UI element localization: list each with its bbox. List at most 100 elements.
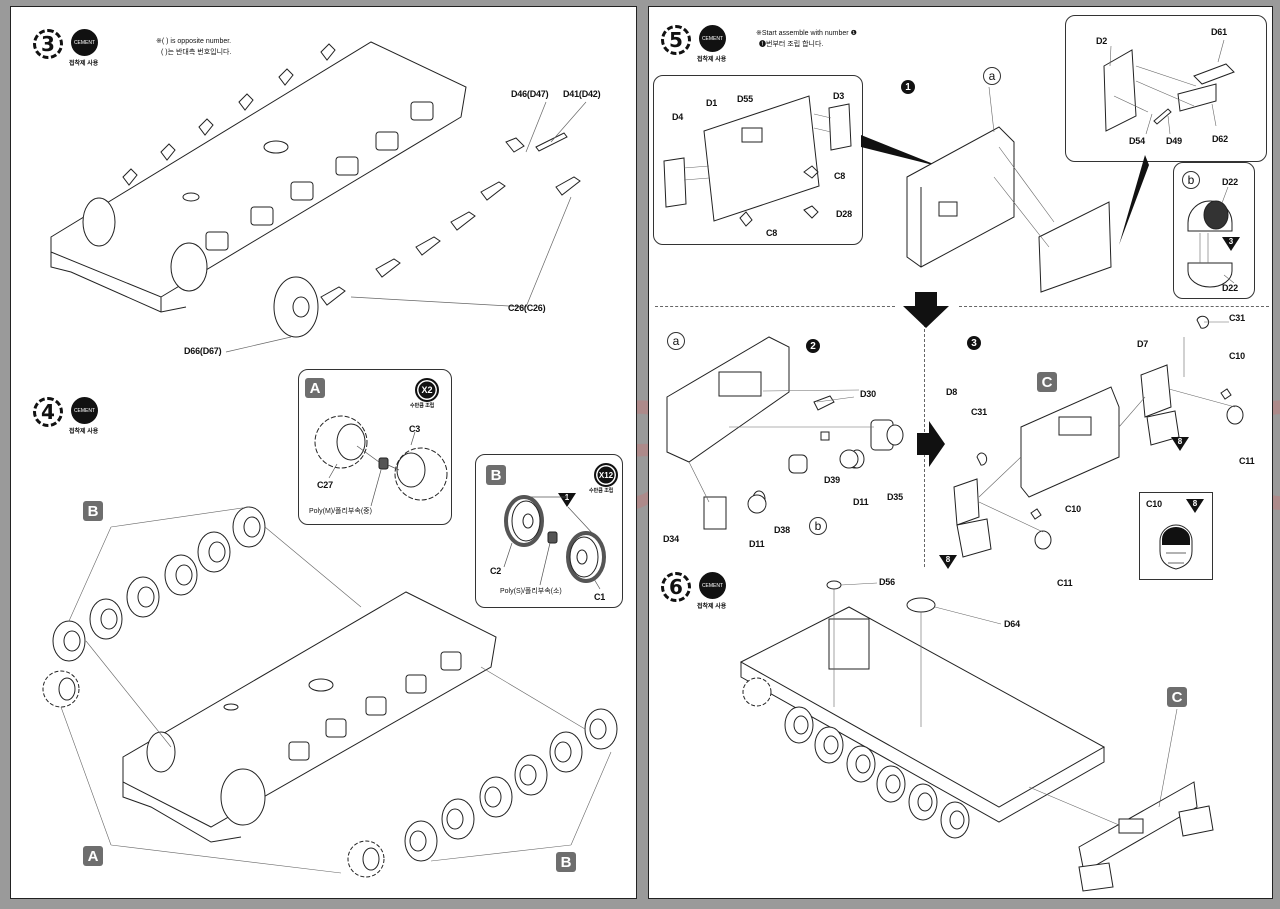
part-label: D61 [1211,27,1227,37]
cement-icon: CEMENT [71,29,98,56]
cement-icon: CEMENT [699,25,726,52]
substep-3-marker: 3 [967,336,981,350]
part-label: C10 [1146,499,1162,509]
marker-number: 8 [1177,437,1183,446]
part-label: D4 [672,112,684,122]
step-5-note-en: ※Start assemble with number ❶ [756,30,857,37]
part-label: D11 [853,497,869,507]
part-label: C8 [766,228,778,238]
cement-caption: 접착제 사용 [697,57,727,63]
part-label: D38 [774,525,790,535]
part-label: D39 [824,475,840,485]
bracket-drawing [1066,16,1266,161]
part-label: C3 [409,424,421,434]
step-3-hull-drawing [11,7,637,387]
arrow-down-icon [903,292,949,328]
cement-label: CEMENT [701,35,724,42]
assembly-c-label: C [1037,372,1057,392]
cement-caption: 접착제 사용 [697,604,727,610]
part-label: D22 [1222,283,1238,293]
sprocket-drawing [299,370,451,524]
part-label: D2 [1096,36,1108,46]
part-label: D66(D67) [184,346,222,356]
multiplier-badge: X12 [594,463,618,487]
step-6-number: 6 [661,572,691,602]
part-label: C10 [1229,351,1245,361]
reference-a: a [667,332,685,350]
detail-box-c10: C10 8 [1139,492,1213,580]
part-label: D11 [749,539,765,549]
marker-triangle [1186,499,1204,513]
cement-label: CEMENT [73,39,96,46]
substep-2-drawing [649,7,1273,607]
part-label: D46(D47) [511,89,549,99]
reference-a: a [983,67,1001,85]
part-label: D62 [1212,134,1228,144]
part-label: C2 [490,566,502,576]
part-label: D56 [879,577,895,587]
cement-icon: CEMENT [699,572,726,599]
subassembly-a-box: A X2 수만큼 조립 C27 C3 Poly(M)/폴리부속(중) [298,369,452,525]
right-page: 5 CEMENT 접착제 사용 ※Start assemble with num… [648,6,1273,899]
step-4-number: 4 [33,397,63,427]
step-4-hull-drawing [11,7,637,899]
part-label: D34 [663,534,679,544]
cement-label: CEMENT [73,407,96,414]
drum-drawing [1174,163,1254,298]
substep-3-drawing [649,7,1273,607]
multiplier-caption: 수만큼 조립 [589,488,614,494]
step-6-hull-drawing [649,7,1273,899]
part-label: D3 [833,91,845,101]
callout-b: B [83,501,103,521]
substep-1-assembly-drawing [861,7,1149,307]
panel-drawing [654,76,862,244]
cement-label: CEMENT [701,582,724,589]
subassembly-b-label: B [486,465,506,485]
arrow-right-icon [917,421,945,467]
substep-1-marker: 1 [901,80,915,94]
step-3-note-en: ※( ) is opposite number. [156,38,232,45]
c10-part-drawing [1140,493,1212,579]
part-label: C26(C26) [508,303,546,313]
part-label: C10 [1065,504,1081,514]
poly-cap-label: Poly(S)/폴리부속(소) [500,588,562,595]
part-label: D35 [887,492,903,502]
step-5-note-ko: ❶번부터 조립 합니다. [759,41,824,48]
reference-b: b [1182,171,1200,189]
marker-number: 8 [1192,499,1198,508]
detail-box-b: b 3 D22 D22 [1173,162,1255,299]
part-label: C31 [1229,313,1245,323]
part-label: C31 [971,407,987,417]
part-label: C11 [1057,578,1073,588]
part-label: D1 [706,98,718,108]
marker-triangle [1222,237,1240,251]
detail-box-left: D4 D1 D55 D3 C8 D28 C8 [653,75,863,245]
cement-caption: 접착제 사용 [69,429,99,435]
separator [655,306,895,307]
cement-icon: CEMENT [71,397,98,424]
marker-triangle [1171,437,1189,451]
separator [959,306,1269,307]
part-label: C27 [317,480,333,490]
part-label: D22 [1222,177,1238,187]
assembly-c-label: C [1167,687,1187,707]
part-label: D30 [860,389,876,399]
part-label: C11 [1239,456,1255,466]
part-label: D41(D42) [563,89,601,99]
part-label: C8 [834,171,846,181]
marker-triangle [939,555,957,569]
substep-2-marker: 2 [806,339,820,353]
subassembly-a-label: A [305,378,325,398]
part-label: C1 [594,592,606,602]
multiplier-caption: 수만큼 조립 [410,403,435,409]
part-label: D28 [836,209,852,219]
left-page: 3 CEMENT 접착제 사용 ※( ) is opposite number.… [10,6,637,899]
road-wheel-drawing [476,455,622,607]
part-label: D7 [1137,339,1149,349]
multiplier-badge: X2 [415,378,439,402]
cement-caption: 접착제 사용 [69,61,99,67]
marker-number: 8 [945,555,951,564]
callout-a: A [83,846,103,866]
marker-triangle [558,493,576,507]
part-label: D54 [1129,136,1145,146]
